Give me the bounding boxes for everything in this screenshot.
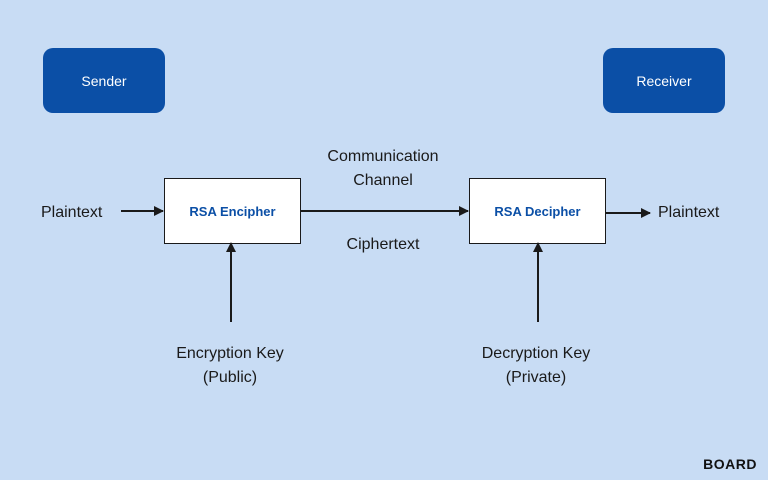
sender-label: Sender (81, 72, 127, 89)
encryption-key-line-1: Encryption Key (176, 345, 284, 362)
channel-line-1: Communication (327, 148, 439, 165)
receiver-label: Receiver (636, 72, 692, 89)
sender-box: Sender (43, 48, 165, 113)
decryption-key-line-1: Decryption Key (481, 345, 591, 362)
encryption-key-label: Encryption Key (Public) (160, 342, 300, 390)
rsa-decipher-box: RSA Decipher (469, 178, 606, 244)
ciphertext-label: Ciphertext (346, 236, 420, 253)
board-logo: BOARD (703, 456, 757, 472)
communication-channel-label: Communication Channel (316, 145, 450, 193)
rsa-decipher-label: RSA Decipher (494, 203, 581, 219)
decryption-key-line-2: (Private) (505, 369, 567, 386)
rsa-encipher-label: RSA Encipher (189, 203, 276, 219)
rsa-encipher-box: RSA Encipher (164, 178, 301, 244)
decryption-key-label: Decryption Key (Private) (466, 342, 606, 390)
channel-line-2: Channel (353, 172, 413, 189)
plaintext-output-label: Plaintext (658, 204, 720, 221)
plaintext-input-label: Plaintext (41, 204, 103, 221)
encryption-key-line-2: (Public) (202, 369, 258, 386)
receiver-box: Receiver (603, 48, 725, 113)
